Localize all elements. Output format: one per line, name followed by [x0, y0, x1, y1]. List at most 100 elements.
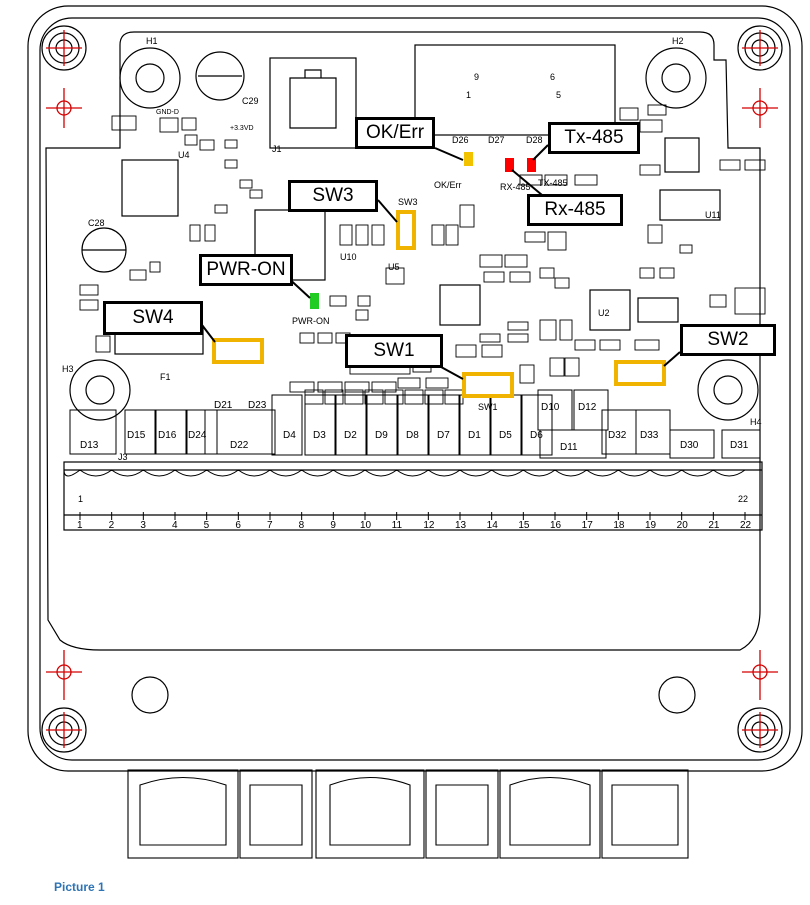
diode-label-d2: D2 [344, 430, 357, 441]
silk-tx485: TX-485 [538, 178, 568, 188]
led-pwr-on [310, 293, 319, 309]
terminal-number-21: 21 [708, 520, 720, 531]
led-rx485 [505, 158, 514, 172]
ic-u4 [121, 159, 179, 217]
mount-hole-h3 [69, 359, 131, 421]
ic-u11 [659, 189, 721, 221]
cable-glands [127, 769, 689, 859]
callout-tx485: Tx-485 [548, 122, 640, 154]
enclosure-outer [27, 5, 803, 772]
label-d26: D26 [452, 135, 469, 145]
capacitor-c29 [195, 51, 245, 101]
diode-label-d1: D1 [468, 430, 481, 441]
diode-label-d15: D15 [127, 430, 146, 441]
terminal-block-j3 [63, 461, 763, 531]
terminal-number-13: 13 [455, 520, 467, 531]
terminal-number-20: 20 [677, 520, 689, 531]
callout-ok-err: OK/Err [355, 117, 435, 149]
terminal-number-9: 9 [330, 520, 336, 531]
label-gnd: GND-D [156, 109, 179, 116]
diode-label-d23: D23 [248, 400, 267, 411]
terminal-number-15: 15 [518, 520, 530, 531]
enclosure-inner [39, 17, 791, 761]
comm-module [414, 44, 616, 136]
terminal-screw-wave [63, 469, 746, 477]
diode-label-d12: D12 [578, 402, 597, 413]
enclosure-diagram: H1 H2 H3 H4 J1 J3 C28 C29 U4 F1 U10 U2 U… [27, 5, 803, 859]
diode-row [69, 389, 761, 459]
label-u10: U10 [340, 252, 357, 262]
callout-pwr-on: PWR-ON [199, 254, 293, 286]
terminal-number-3: 3 [140, 520, 146, 531]
figure-caption: Picture 1 [54, 880, 105, 894]
terminal-number-18: 18 [613, 520, 625, 531]
ic-u2 [589, 289, 631, 331]
terminal-marks [63, 469, 746, 520]
diode-label-d8: D8 [406, 430, 419, 441]
label-rj-9: 9 [474, 72, 479, 82]
terminal-number-2: 2 [109, 520, 115, 531]
switch-sw4 [212, 338, 264, 364]
terminal-number-5: 5 [204, 520, 210, 531]
label-h1: H1 [146, 36, 158, 46]
terminal-number-7: 7 [267, 520, 273, 531]
rj-connector-j1 [269, 57, 357, 149]
label-d27: D27 [488, 135, 505, 145]
terminal-number-11: 11 [392, 520, 403, 531]
terminal-number-14: 14 [487, 520, 499, 531]
terminal-number-6: 6 [235, 520, 241, 531]
label-rj-1: 1 [466, 90, 471, 100]
diode-label-d31: D31 [730, 440, 749, 451]
silk-sw1: SW1 [478, 402, 498, 412]
label-term-first: 1 [78, 494, 83, 504]
diode-label-d3: D3 [313, 430, 326, 441]
silk-sw3: SW3 [398, 197, 418, 207]
label-j1: J1 [272, 144, 282, 154]
callout-sw4: SW4 [103, 301, 203, 335]
label-j3: J3 [118, 452, 128, 462]
silk-ok-err: OK/Err [434, 180, 462, 190]
label-rj-5: 5 [556, 90, 561, 100]
label-h3: H3 [62, 364, 74, 374]
diode-label-d10: D10 [541, 402, 560, 413]
switch-sw3 [396, 210, 416, 250]
diode-label-d4: D4 [283, 430, 296, 441]
label-u2: U2 [598, 308, 610, 318]
diode-label-d33: D33 [640, 430, 659, 441]
mount-hole-h4 [697, 359, 759, 421]
lid-hole-br [658, 676, 696, 714]
callout-sw1: SW1 [345, 334, 443, 368]
terminal-number-10: 10 [360, 520, 372, 531]
callout-rx485: Rx-485 [527, 194, 623, 226]
diode-label-d21: D21 [214, 400, 233, 411]
diode-label-d7: D7 [437, 430, 450, 441]
terminal-number-12: 12 [423, 520, 435, 531]
label-term-last: 22 [738, 494, 748, 504]
terminal-number-4: 4 [172, 520, 178, 531]
label-3v3: +3.3VD [230, 125, 254, 132]
mount-hole-h2 [645, 47, 707, 109]
terminal-number-1: 1 [77, 520, 83, 531]
label-f1: F1 [160, 372, 171, 382]
diode-label-d30: D30 [680, 440, 699, 451]
label-u5: U5 [388, 262, 400, 272]
diode-label-d6: D6 [530, 430, 543, 441]
terminal-number-8: 8 [299, 520, 305, 531]
silk-pwr-on: PWR-ON [292, 316, 330, 326]
terminal-number-16: 16 [550, 520, 562, 531]
label-h2: H2 [672, 36, 684, 46]
label-rj-6: 6 [550, 72, 555, 82]
label-c29: C29 [242, 96, 259, 106]
diode-label-d24: D24 [188, 430, 207, 441]
diode-label-d32: D32 [608, 430, 627, 441]
red-alignment-marks [46, 30, 778, 748]
diode-label-d22: D22 [230, 440, 249, 451]
label-u4: U4 [178, 150, 190, 160]
label-u11: U11 [705, 210, 721, 220]
callout-leaders [201, 144, 681, 380]
switch-sw1 [462, 372, 514, 398]
terminal-number-19: 19 [645, 520, 657, 531]
diode-label-d11: D11 [560, 442, 578, 453]
